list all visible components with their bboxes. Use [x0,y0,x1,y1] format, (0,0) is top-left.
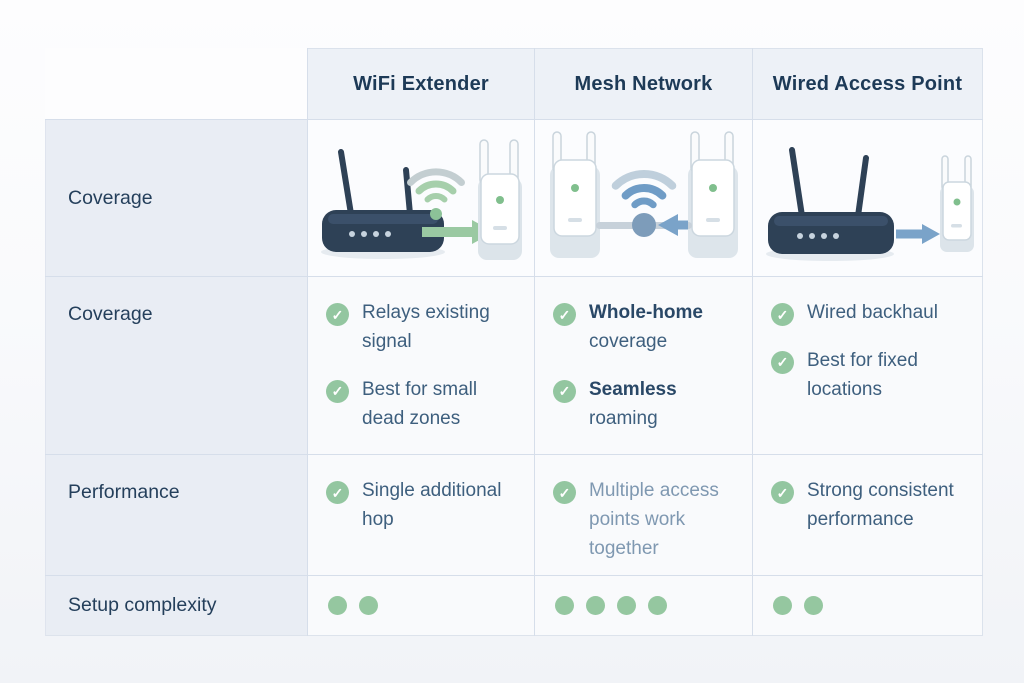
wifi-extender-illustration [321,139,522,260]
column-header-mesh-network: Mesh Network [535,48,752,119]
check-icon: ✓ [553,303,576,326]
feature-text: Single additional hop [362,480,502,530]
check-icon: ✓ [771,303,794,326]
column-header-label: Mesh Network [574,72,713,95]
feature-item: ✓ Best for fixed locations [771,347,968,405]
complexity-dot [617,596,636,615]
feature-item: ✓ Relays existing signal [326,299,520,357]
cell-wired-access-point-performance: ✓ Strong consistent performance [753,455,983,575]
row-label: Setup complexity [68,594,217,616]
wired-access-point-illustration [765,147,974,261]
mesh-network-illustration [549,131,738,258]
feature-item: ✓ Strong consistent performance [771,477,968,535]
feature-text: Seamless roaming [589,378,677,429]
feature-item: ✓ Single additional hop [326,477,520,535]
row-label: Performance [68,481,180,503]
complexity-dot [359,596,378,615]
column-header-wifi-extender: WiFi Extender [308,48,534,119]
complexity-dot [586,596,605,615]
check-icon: ✓ [771,481,794,504]
feature-text: Whole-home coverage [589,302,703,352]
arrow-right-icon [895,224,940,244]
check-icon: ✓ [771,350,794,374]
arrow-left-icon [657,214,688,236]
cell-wifi-extender-complexity [308,576,534,636]
feature-text: Relays existing signal [362,302,490,352]
feature-item: ✓ Wired backhaul [771,299,968,328]
row-label: Coverage [68,303,153,325]
complexity-dot [804,596,823,615]
check-icon: ✓ [553,481,576,504]
feature-item: ✓ Seamless roaming [553,376,738,434]
cell-wifi-extender-illustration [308,120,534,276]
row-label: Coverage [68,186,153,209]
cell-wired-access-point-coverage: ✓ Wired backhaul ✓ Best for fixed locati… [753,277,983,454]
cell-wifi-extender-performance: ✓ Single additional hop [308,455,534,575]
extender-icon [478,139,522,260]
feature-item: ✓ Whole-home coverage [553,299,738,357]
feature-text: Strong consistent performance [807,480,954,530]
wifi-signal-icon [407,168,465,220]
check-icon: ✓ [326,379,349,403]
header-spacer [45,48,307,119]
feature-text: Wired backhaul [807,302,938,323]
row-label-coverage-illustrations: Coverage [45,120,307,276]
access-point-icon [939,155,974,252]
check-icon: ✓ [326,303,349,326]
comparison-table: WiFi Extender Mesh Network Wired Access … [45,48,983,636]
cell-mesh-network-illustration [535,120,752,276]
complexity-dot [555,596,574,615]
feature-text: Multiple access points work together [589,480,719,559]
cell-mesh-network-performance: ✓ Multiple access points work together [535,455,752,575]
check-icon: ✓ [326,481,349,504]
wifi-signal-icon [611,169,676,209]
cell-wifi-extender-coverage: ✓ Relays existing signal ✓ Best for smal… [308,277,534,454]
cell-mesh-network-coverage: ✓ Whole-home coverage ✓ Seamless roaming [535,277,752,454]
column-header-label: Wired Access Point [772,72,963,95]
feature-item: ✓ Best for small dead zones [326,376,520,434]
row-label-coverage: Coverage [45,277,307,454]
complexity-dot [328,596,347,615]
mesh-node-right-icon [687,131,738,258]
complexity-dot [648,596,667,615]
mesh-node-left-icon [549,131,600,258]
router-icon [765,147,894,261]
check-icon: ✓ [553,379,576,403]
row-label-performance: Performance [45,455,307,575]
cell-wired-access-point-illustration [753,120,983,276]
column-header-wired-access-point: Wired Access Point [753,48,983,119]
router-icon [321,149,445,259]
cell-mesh-network-complexity [535,576,752,636]
feature-item: ✓ Multiple access points work together [553,477,738,564]
complexity-dot [773,596,792,615]
feature-text: Best for small dead zones [362,378,478,429]
hub-dot [631,213,656,237]
cell-wired-access-point-complexity [753,576,983,636]
row-label-setup-complexity: Setup complexity [45,576,307,636]
feature-text: Best for fixed locations [807,349,918,400]
column-header-label: WiFi Extender [353,72,489,95]
